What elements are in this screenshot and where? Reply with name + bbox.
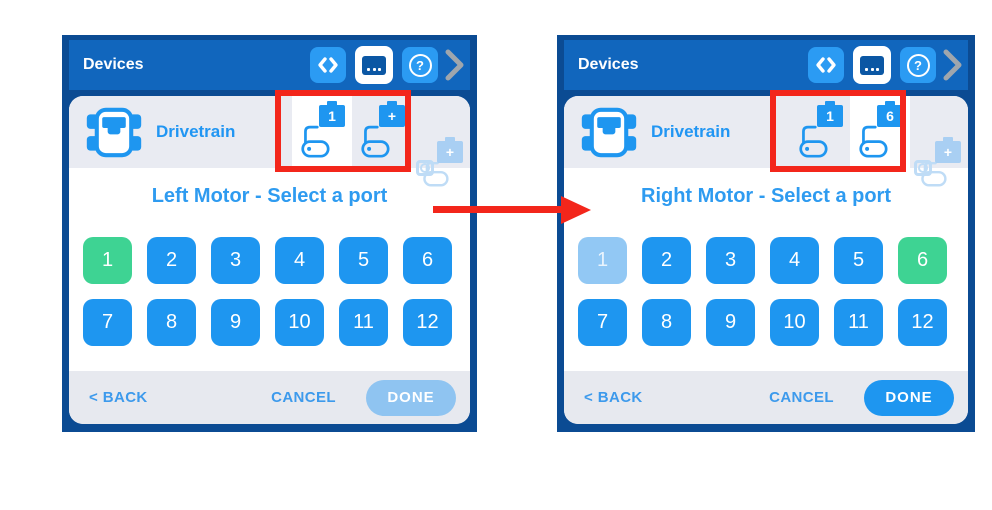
port-select-prompt: Left Motor - Select a port	[151, 185, 388, 207]
drivetrain-icon	[85, 107, 143, 158]
port-button[interactable]: 2	[147, 237, 196, 284]
motor-icon	[858, 115, 898, 161]
port-badge: 1	[319, 101, 345, 127]
add-badge: +	[935, 137, 961, 163]
port-button[interactable]: 7	[83, 299, 132, 346]
motor-icon-faded	[920, 158, 956, 188]
brain-icon[interactable]	[355, 46, 393, 84]
brain-glyph	[860, 55, 884, 75]
motor-tab[interactable]: 1	[292, 96, 352, 168]
drivetrain-icon	[580, 107, 638, 158]
port-button[interactable]: 4	[770, 237, 819, 284]
back-button[interactable]: < BACK	[584, 389, 643, 406]
port-grid: 1 2 3 4 5 6 7 8 9 10 11 12	[564, 237, 968, 346]
port-button[interactable]: 8	[642, 299, 691, 346]
motor-icon-faded	[422, 158, 458, 188]
done-button[interactable]: DONE	[864, 379, 954, 416]
port-button[interactable]: 6	[898, 237, 947, 284]
flow-arrow-line	[433, 206, 565, 213]
port-button[interactable]: 3	[211, 237, 260, 284]
motor-tabs: 1 +	[292, 96, 412, 168]
chevron-right-icon[interactable]	[444, 47, 466, 83]
port-button[interactable]: 9	[706, 299, 755, 346]
port-button[interactable]: 10	[770, 299, 819, 346]
port-button[interactable]: 7	[578, 299, 627, 346]
port-badge: 6	[877, 101, 903, 127]
port-button[interactable]: 12	[403, 299, 452, 346]
port-button[interactable]: 12	[898, 299, 947, 346]
port-button[interactable]: 1	[578, 237, 627, 284]
footer-bar: < BACK CANCEL DONE	[564, 371, 968, 424]
code-icon[interactable]	[310, 47, 346, 83]
footer-bar: < BACK CANCEL DONE	[69, 371, 470, 424]
port-button[interactable]: 3	[706, 237, 755, 284]
help-icon[interactable]: ?	[900, 47, 936, 83]
flow-arrow-head	[561, 196, 591, 224]
port-grid: 1 2 3 4 5 6 7 8 9 10 11 12	[69, 237, 470, 346]
port-button[interactable]: 2	[642, 237, 691, 284]
highlight-box-right	[770, 90, 906, 172]
add-badge: +	[437, 137, 463, 163]
done-button[interactable]: DONE	[366, 379, 456, 416]
titlebar: Devices ?	[69, 40, 470, 90]
help-icon[interactable]: ?	[402, 47, 438, 83]
port-button[interactable]: 5	[834, 237, 883, 284]
device-row: Drivetrain 1	[69, 96, 470, 187]
port-button[interactable]: 11	[339, 299, 388, 346]
motor-icon	[360, 115, 400, 161]
brain-icon[interactable]	[853, 46, 891, 84]
page-title: Devices	[83, 56, 144, 73]
cancel-button[interactable]: CANCEL	[769, 389, 834, 406]
port-button[interactable]: 10	[275, 299, 324, 346]
port-badge: 1	[817, 101, 843, 127]
code-icon[interactable]	[808, 47, 844, 83]
highlight-box-left	[275, 90, 411, 172]
port-button[interactable]: 8	[147, 299, 196, 346]
port-select-prompt: Right Motor - Select a port	[641, 185, 891, 207]
chevron-right-icon[interactable]	[942, 47, 964, 83]
motor-icon	[300, 115, 340, 161]
device-label: Drivetrain	[651, 122, 731, 141]
port-button[interactable]: 4	[275, 237, 324, 284]
port-button[interactable]: 5	[339, 237, 388, 284]
question-glyph: ?	[408, 53, 432, 77]
port-badge: +	[379, 101, 405, 127]
motor-tab[interactable]: +	[352, 96, 412, 168]
device-config-panel-left: Devices ?	[62, 35, 477, 432]
device-config-panel-right: Devices ?	[557, 35, 975, 432]
back-button[interactable]: < BACK	[89, 389, 148, 406]
motor-icon	[798, 115, 838, 161]
device-card: Drivetrain 1	[69, 96, 470, 424]
device-card: Drivetrain 1	[564, 96, 968, 424]
device-label: Drivetrain	[156, 122, 236, 141]
port-button[interactable]: 9	[211, 299, 260, 346]
device-row: Drivetrain 1	[564, 96, 968, 187]
page-title: Devices	[578, 56, 639, 73]
motor-tab[interactable]: 1	[790, 96, 850, 168]
brain-glyph	[362, 55, 386, 75]
titlebar: Devices ?	[564, 40, 968, 90]
port-button[interactable]: 1	[83, 237, 132, 284]
port-button[interactable]: 6	[403, 237, 452, 284]
port-button[interactable]: 11	[834, 299, 883, 346]
cancel-button[interactable]: CANCEL	[271, 389, 336, 406]
question-glyph: ?	[906, 53, 930, 77]
